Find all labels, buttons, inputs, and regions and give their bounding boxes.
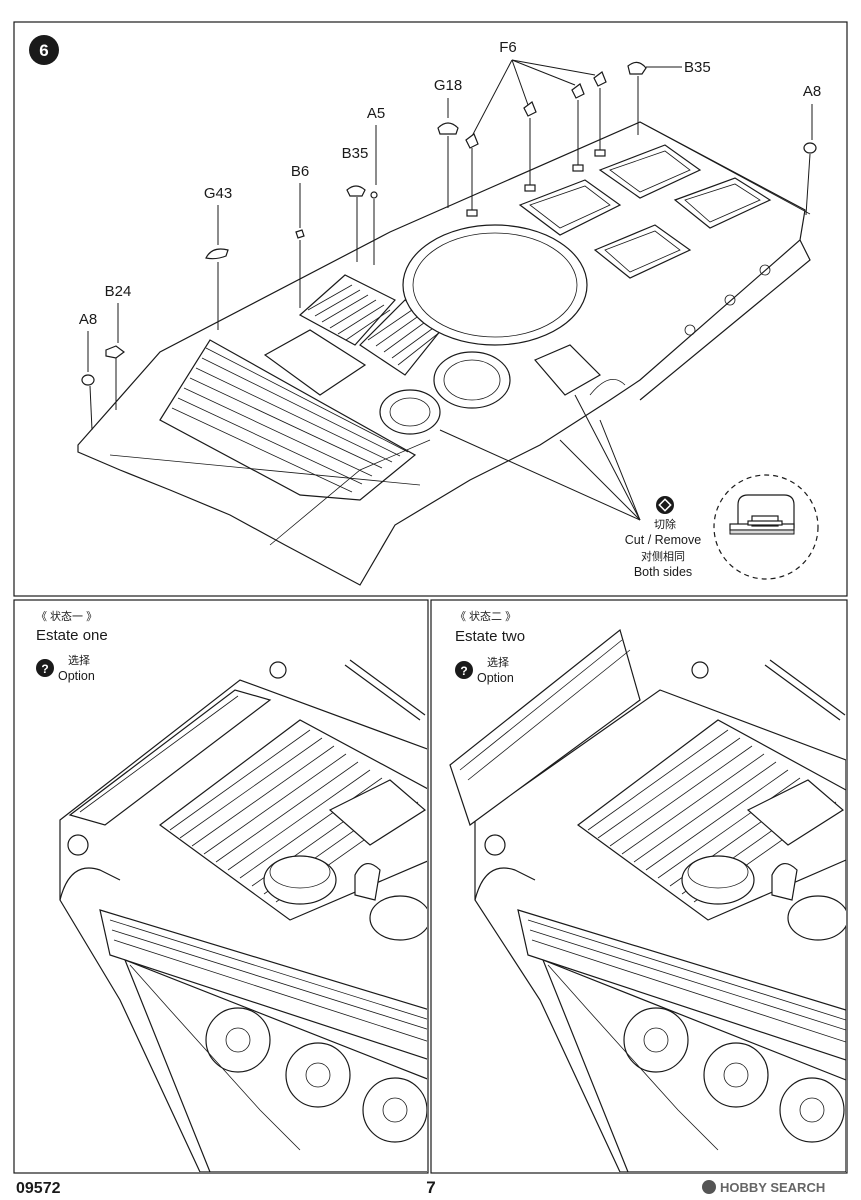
estate-one-drawing [59,659,427,1172]
option-en-right: Option [477,671,514,685]
estate-two-labels: 《 状态二 》 Estate two ? 选择 Option [455,609,525,685]
part-label-a5: A5 [367,105,385,122]
hull-top-view [77,121,811,586]
part-label-a8-right: A8 [803,83,821,100]
part-label-b24: B24 [105,283,132,300]
both-sides-en: Both sides [634,565,692,579]
estate-one-title-cn: 《 状态一 》 [36,609,97,623]
part-label-g18: G18 [434,77,462,94]
page-number: 7 [426,1178,435,1197]
question-icon [36,659,54,677]
step-number: 6 [39,41,48,60]
estate-two-title-cn: 《 状态二 》 [455,609,516,623]
part-label-b35-mid: B35 [342,145,369,162]
part-label-a8-left: A8 [79,311,97,328]
estate-one-frame [13,599,429,1174]
question-icon [455,661,473,679]
cut-detail-circle [713,474,819,580]
estate-one-labels: 《 状态一 》 Estate one ? 选择 Option [36,609,108,683]
cut-note: 切除 Cut / Remove 对侧相同 Both sides [625,496,701,579]
svg-text:?: ? [41,662,48,676]
step-frame [13,21,848,597]
part-label-g43: G43 [204,185,232,202]
part-label-f6: F6 [499,39,517,56]
svg-text:?: ? [460,664,467,678]
watermark-text: HOBBY SEARCH [720,1180,825,1195]
estate-one-title-en: Estate one [36,627,108,644]
product-code: 09572 [16,1180,61,1197]
part-label-b35-top: B35 [684,59,711,76]
cut-note-cn: 切除 [654,517,676,531]
option-cn-right: 选择 [487,655,509,669]
part-label-b6: B6 [291,163,309,180]
parts-callouts: F6 B35 A8 G18 A5 [79,39,821,431]
option-cn-left: 选择 [68,653,90,667]
option-en-left: Option [58,669,95,683]
step-number-badge [29,35,59,65]
estate-two-drawing [449,628,846,1172]
estate-two-title-en: Estate two [455,628,525,645]
cut-leaders [439,394,641,521]
both-sides-cn: 对侧相同 [641,549,685,563]
cut-icon [656,496,674,514]
cut-note-en: Cut / Remove [625,533,701,547]
watermark-icon [702,1180,716,1194]
estate-two-frame [430,599,848,1174]
